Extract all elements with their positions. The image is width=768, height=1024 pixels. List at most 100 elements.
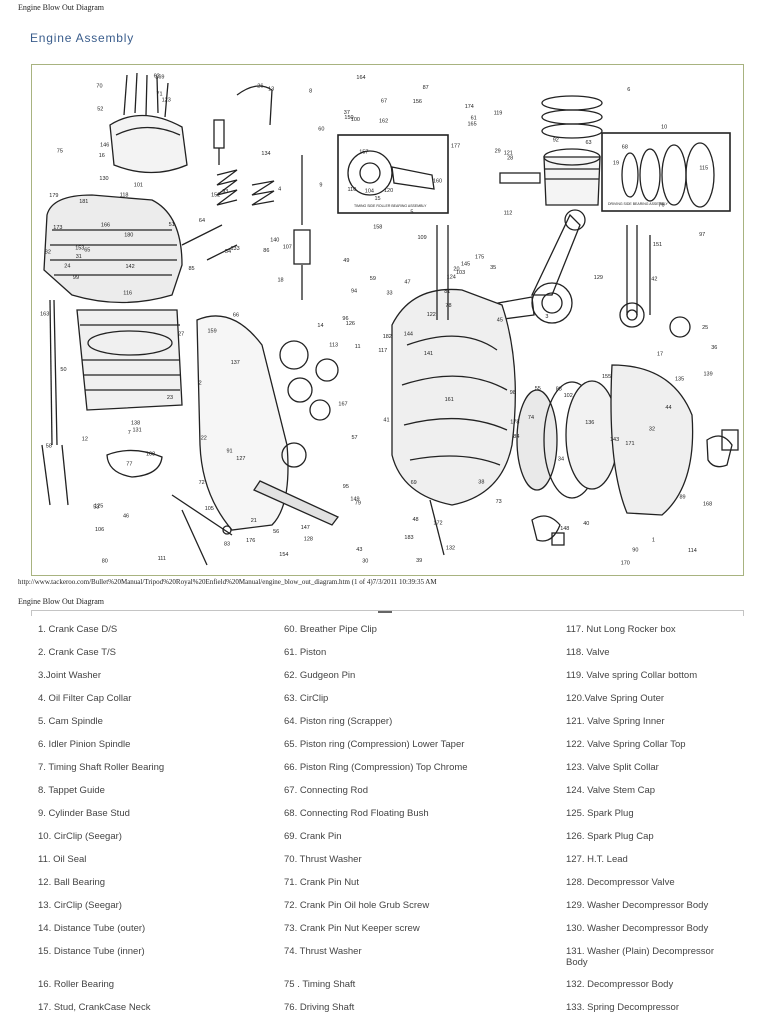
callout-number: 19	[613, 160, 619, 166]
callout-number: 183	[404, 535, 413, 541]
callout-number: 73	[496, 499, 502, 505]
callout-number: 61	[471, 115, 477, 121]
callout-number: 46	[123, 514, 129, 520]
callout-number: 79	[355, 500, 361, 506]
part-item: 118. Valve	[566, 647, 610, 658]
callout-number: 56	[273, 529, 279, 535]
callout-number: 42	[651, 277, 657, 283]
callout-number: 182	[383, 334, 392, 340]
callout-number: 107	[283, 245, 292, 251]
part-item: 2. Crank Case T/S	[38, 647, 116, 658]
callout-number: 57	[352, 435, 358, 441]
part-item: 124. Valve Stem Cap	[566, 785, 656, 796]
callout-number: 11	[355, 344, 361, 350]
callout-number: 85	[189, 266, 195, 272]
callout-number: 80	[102, 558, 108, 564]
callout-number: 117	[378, 348, 387, 354]
callout-number: 14	[317, 323, 323, 329]
callout-number: 58	[46, 444, 52, 450]
callout-number: 151	[653, 242, 662, 248]
callout-number: 129	[594, 275, 603, 281]
callout-number: 121	[504, 150, 513, 156]
callout-number: 103	[456, 270, 465, 276]
callout-number: 132	[446, 546, 455, 552]
callout-number: 96	[342, 316, 348, 322]
callout-number: 114	[688, 548, 697, 554]
callout-number: 159	[208, 329, 217, 335]
callout-number: 147	[301, 525, 310, 531]
part-item: 74. Thrust Washer	[284, 946, 362, 957]
callout-number: 13	[268, 87, 274, 93]
part-item: 12. Ball Bearing	[38, 877, 106, 888]
callout-number: 131	[133, 428, 142, 434]
part-item: 121. Valve Spring Inner	[566, 716, 665, 727]
callout-number: 119	[494, 111, 503, 117]
part-item: 130. Washer Decompressor Body	[566, 923, 709, 934]
callout-number: 37	[344, 110, 350, 116]
callout-number: 169	[155, 75, 164, 81]
callout-number: 77	[126, 462, 132, 468]
callout-number: 130	[99, 176, 108, 182]
callout-number: 166	[101, 223, 110, 229]
callout-number: 22	[201, 436, 207, 442]
callout-number: 76	[658, 203, 664, 209]
callout-number: 181	[79, 199, 88, 205]
callout-number: 89	[680, 495, 686, 501]
callout-number: 116	[123, 291, 132, 297]
callout-number: 111	[158, 556, 166, 562]
callout-number: 172	[433, 521, 442, 527]
callout-number: 30	[362, 558, 368, 564]
callout-number: 154	[279, 552, 288, 558]
callout-number: 86	[263, 248, 269, 254]
callout-number: 158	[373, 224, 382, 230]
callout-number: 99	[73, 275, 79, 281]
callout-number: 127	[236, 456, 245, 462]
callout-number: 68	[622, 144, 628, 150]
callout-number: 138	[131, 420, 140, 426]
callout-number: 78	[445, 303, 451, 309]
callout-number: 156	[413, 99, 422, 105]
callout-number: 135	[675, 376, 684, 382]
callout-number: 112	[504, 211, 513, 217]
part-item: 8. Tappet Guide	[38, 785, 105, 796]
part-item: 3.Joint Washer	[38, 670, 102, 681]
callout-number: 23	[167, 395, 173, 401]
part-item: 72. Crank Pin Oil hole Grub Screw	[284, 900, 430, 911]
callout-number: 134	[261, 151, 270, 157]
part-item: 70. Thrust Washer	[284, 854, 362, 865]
callout-number: 21	[251, 518, 257, 524]
callout-number: 144	[404, 331, 413, 337]
callout-number: 120	[384, 188, 393, 194]
part-item: 16. Roller Bearing	[38, 979, 115, 990]
callout-number: 104	[365, 189, 374, 195]
callout-number: 91	[227, 449, 233, 455]
part-item: 122. Valve Spring Collar Top	[566, 739, 686, 750]
callout-number: 140	[270, 237, 279, 243]
callout-number: 50	[60, 367, 66, 373]
callout-number: 113	[329, 343, 338, 349]
callout-number: 9	[319, 182, 322, 188]
callout-number: 27	[178, 332, 184, 338]
part-item: 73. Crank Pin Nut Keeper screw	[284, 923, 420, 934]
callout-number: 173	[53, 225, 62, 231]
callout-number: 35	[490, 265, 496, 271]
callout-number: 69	[411, 480, 417, 486]
callout-number: 97	[699, 232, 705, 238]
callout-number: 177	[451, 143, 460, 149]
callout-number: 108	[146, 452, 155, 458]
callout-number: 17	[657, 352, 663, 358]
callout-number: 176	[246, 538, 255, 544]
part-item: 62. Gudgeon Pin	[284, 670, 356, 681]
callout-number: 146	[100, 142, 109, 148]
callout-number: 55	[535, 386, 541, 392]
print-header-page-2: Engine Blow Out Diagram	[18, 597, 104, 606]
callout-number: 87	[423, 85, 429, 91]
part-item: 63. CirClip	[284, 693, 329, 704]
part-item: 119. Valve spring Collar bottom	[566, 670, 698, 681]
callout-number: 168	[703, 501, 712, 507]
callout-number: 52	[97, 107, 103, 113]
callout-number: 141	[424, 351, 433, 357]
callout-number: 2	[199, 381, 202, 387]
callout-number: 122	[427, 312, 436, 318]
callout-number: 102	[564, 393, 573, 399]
